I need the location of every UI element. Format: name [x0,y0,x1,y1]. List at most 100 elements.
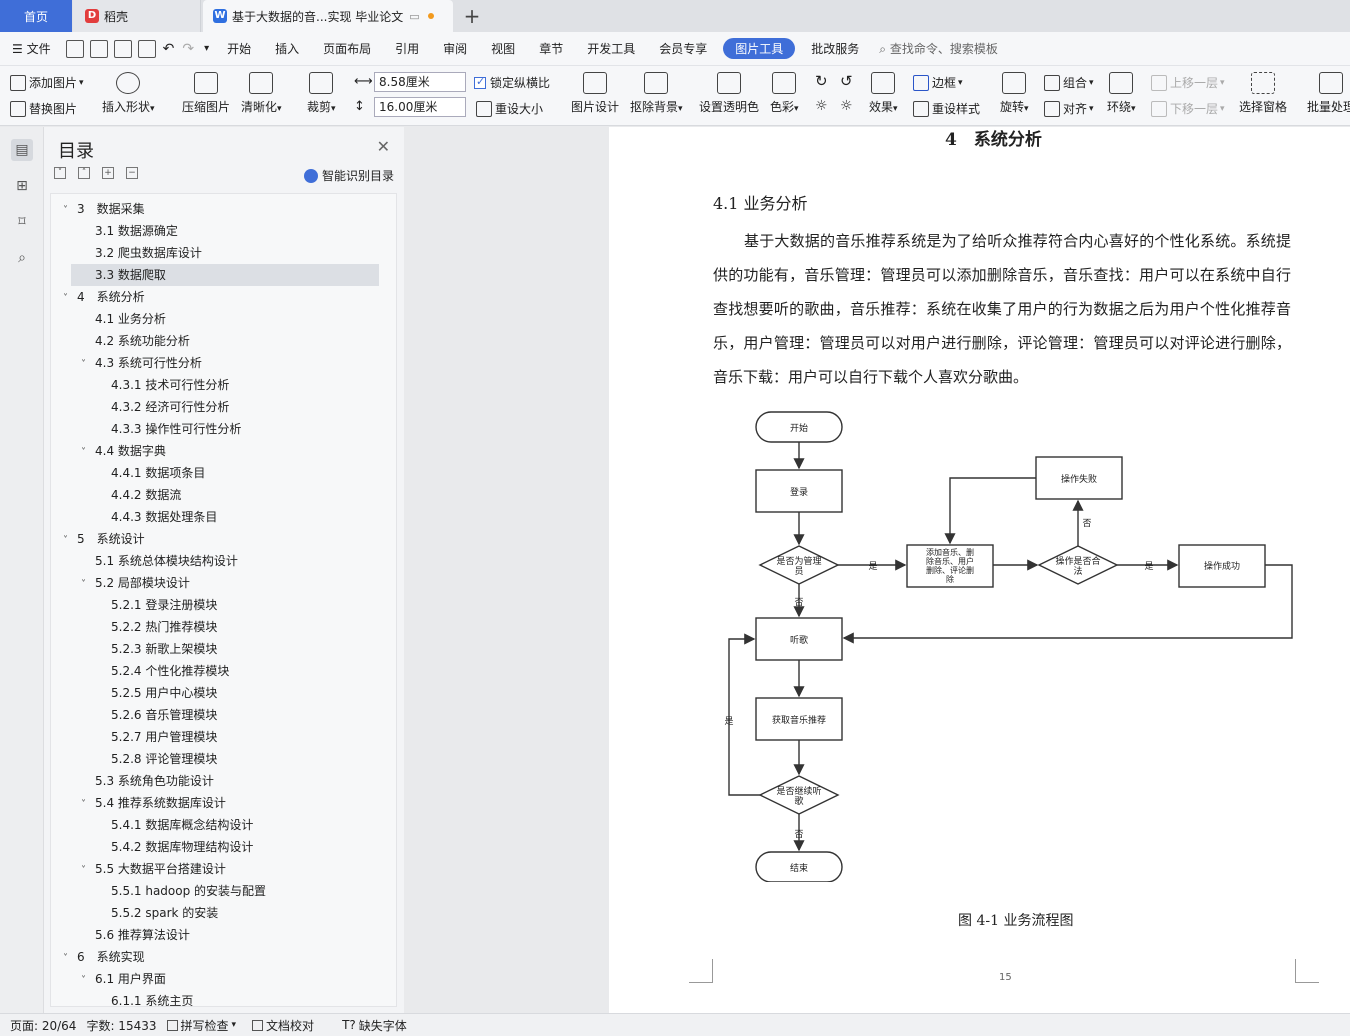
image-design-button[interactable]: 图片设计 [571,72,619,115]
menu-image-tools[interactable]: 图片工具 [723,38,796,59]
color-button[interactable]: 色彩▾ [770,72,799,115]
toc-item[interactable]: 4.4.3 数据处理条目 [51,506,391,528]
toc-item[interactable]: 5.2.2 热门推荐模块 [51,616,391,638]
toc-item[interactable]: ˅3 数据采集 [51,198,391,220]
chevron-down-icon[interactable]: ˅ [63,293,68,304]
toc-item[interactable]: 4.2 系统功能分析 [51,330,391,352]
chevron-down-icon[interactable]: ˅ [81,799,86,810]
menu-layout[interactable]: 页面布局 [323,42,372,56]
crop-button[interactable]: 裁剪▾ [307,72,336,115]
chevron-down-icon[interactable]: ˅ [81,447,86,458]
lock-ratio-checkbox[interactable]: 锁定纵横比 [474,74,550,91]
menu-review[interactable]: 审阅 [443,42,468,56]
toc-item[interactable]: 5.2.6 音乐管理模块 [51,704,391,726]
reset-size-button[interactable]: 重设大小 [476,100,543,117]
toc-item[interactable]: ˅6.1 用户界面 [51,968,391,990]
spell-check-button[interactable]: 拼写检查▾ [166,1017,236,1034]
toc-item[interactable]: 4.1 业务分析 [51,308,391,330]
toc-item[interactable]: 3.2 爬虫数据库设计 [51,242,391,264]
wrap-button[interactable]: 环绕▾ [1107,72,1136,115]
find-icon[interactable]: ⌕ [18,250,26,266]
print-icon[interactable] [113,39,132,58]
brightness-up-icon[interactable]: ☼ [815,98,828,114]
undo-icon[interactable]: ↶ [162,40,175,57]
toc-item[interactable]: 5.5.2 spark 的安装 [51,902,391,924]
toc-item[interactable]: 3.1 数据源确定 [51,220,391,242]
close-icon[interactable]: ✕ [376,137,390,156]
toc-item[interactable]: ˅5 系统设计 [51,528,391,550]
toc-item[interactable]: 5.2.3 新歌上架模块 [51,638,391,660]
preview-icon[interactable] [137,39,156,58]
reset-style-button[interactable]: 重设样式 [913,100,980,117]
chevron-down-icon[interactable]: ˅ [81,975,86,986]
nav-tree-icon[interactable]: ⊞ [16,178,28,194]
toc-item[interactable]: 6.1.1 系统主页 [51,990,391,1006]
toc-item[interactable]: 5.2.7 用户管理模块 [51,726,391,748]
toc-item[interactable]: 4.3.2 经济可行性分析 [51,396,391,418]
missing-font-button[interactable]: T?缺失字体 [342,1017,407,1034]
rotate-left-icon[interactable]: ↻ [815,72,828,90]
toc-item[interactable]: ˅6 系统实现 [51,946,391,968]
menu-view[interactable]: 视图 [491,42,516,56]
flowchart-image[interactable]: 开始 登录 是否为管理 员 是 添加音乐、删 除音乐、用户 删除、评论删 除 操… [719,402,1319,882]
toc-item[interactable]: 4.3.3 操作性可行性分析 [51,418,391,440]
add-level-icon[interactable]: + [102,167,114,179]
menu-chapter[interactable]: 章节 [539,42,564,56]
toc-item[interactable]: 3.3 数据爬取 [71,264,379,286]
chevron-down-icon[interactable]: ˅ [81,579,86,590]
tab-home[interactable]: 首页 [0,0,72,32]
chevron-down-icon[interactable]: ˅ [63,205,68,216]
toc-item[interactable]: ˅4 系统分析 [51,286,391,308]
insert-shape-button[interactable]: 插入形状▾ [102,72,155,115]
menu-insert[interactable]: 插入 [275,42,300,56]
page-indicator[interactable]: 页面: 20/64 [10,1018,77,1033]
menu-reference[interactable]: 引用 [395,42,420,56]
chevron-down-icon[interactable]: ˅ [81,359,86,370]
monitor-icon[interactable]: ▭ [409,9,420,23]
toc-item[interactable]: 5.4.1 数据库概念结构设计 [51,814,391,836]
compress-image-button[interactable]: 压缩图片 [182,72,230,115]
toc-item[interactable]: 5.2.5 用户中心模块 [51,682,391,704]
toc-item[interactable]: 4.4.2 数据流 [51,484,391,506]
remove-bg-button[interactable]: 抠除背景▾ [630,72,683,115]
width-input[interactable]: 8.58厘米 [374,72,466,92]
toc-item[interactable]: 5.6 推荐算法设计 [51,924,391,946]
export-icon[interactable] [89,39,108,58]
border-button[interactable]: 边框▾ [913,74,963,91]
redo-icon[interactable]: ↷ [182,40,195,57]
align-button[interactable]: 对齐▾ [1044,100,1094,117]
tab-daoke[interactable]: D 稻壳 [73,0,201,32]
menu-dev-tools[interactable]: 开发工具 [587,42,636,56]
bookmark-icon[interactable]: ⌑ [18,214,26,230]
toc-item[interactable]: 5.2.1 登录注册模块 [51,594,391,616]
expand-all-icon[interactable]: ˄ [78,167,90,179]
menu-start[interactable]: 开始 [227,42,252,56]
chevron-down-icon[interactable]: ˅ [63,953,68,964]
proofread-button[interactable]: 文档校对 [252,1017,314,1034]
toc-item[interactable]: 5.4.2 数据库物理结构设计 [51,836,391,858]
menu-member[interactable]: 会员专享 [659,42,708,56]
toc-item[interactable]: ˅4.4 数据字典 [51,440,391,462]
effect-button[interactable]: 效果▾ [869,72,898,115]
toc-item[interactable]: 5.2.8 评论管理模块 [51,748,391,770]
rotate-button[interactable]: 旋转▾ [1000,72,1029,115]
batch-button[interactable]: 批量处理 [1307,72,1350,115]
collapse-all-icon[interactable]: ˅ [54,167,66,179]
toc-item[interactable]: 5.1 系统总体模块结构设计 [51,550,391,572]
tab-document[interactable]: W 基于大数据的音...实现 毕业论文 ▭ [203,0,453,32]
toc-item[interactable]: 5.5.1 hadoop 的安装与配置 [51,880,391,902]
toc-item[interactable]: ˅5.5 大数据平台搭建设计 [51,858,391,880]
quick-access-chevron-icon[interactable]: ▾ [204,43,210,54]
transparent-color-button[interactable]: 设置透明色 [699,72,759,115]
toc-item[interactable]: ˅4.3 系统可行性分析 [51,352,391,374]
chevron-down-icon[interactable]: ˅ [81,865,86,876]
menu-correction[interactable]: 批改服务 [811,42,860,56]
toc-item[interactable]: ˅5.2 局部模块设计 [51,572,391,594]
save-icon[interactable] [65,39,84,58]
brightness-down-icon[interactable]: ☼ [840,98,853,114]
selection-pane-button[interactable]: 选择窗格 [1239,72,1287,115]
replace-image-button[interactable]: 替换图片 [10,100,77,117]
toc-item[interactable]: 4.4.1 数据项条目 [51,462,391,484]
toc-item[interactable]: 5.3 系统角色功能设计 [51,770,391,792]
remove-level-icon[interactable]: − [126,167,138,179]
